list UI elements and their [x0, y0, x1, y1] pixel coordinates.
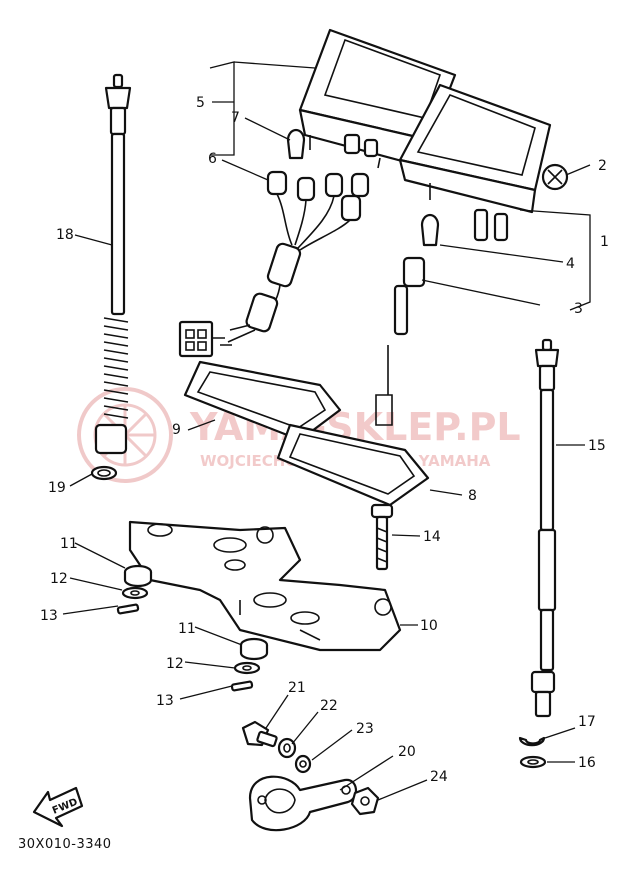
grommet-set-lower	[230, 637, 269, 692]
clamp-spring-washer	[294, 754, 312, 774]
callout-7: 7	[231, 110, 240, 126]
speedometer-cable	[530, 338, 560, 718]
bulb-upper	[286, 128, 306, 160]
callout-10: 10	[420, 618, 438, 634]
callout-1: 1	[600, 234, 609, 250]
callout-24: 24	[430, 769, 448, 785]
callout-numbers: 1 2 3 4 5 6 7 8 9 10 11 12 13 11 12 13 1…	[40, 95, 609, 785]
callout-20: 20	[398, 744, 416, 760]
callout-15: 15	[588, 438, 606, 454]
speedometer-washer	[519, 755, 547, 769]
callout-21: 21	[288, 680, 306, 696]
clamp-nut	[350, 786, 380, 816]
callout-4: 4	[566, 256, 575, 272]
callout-6: 6	[208, 151, 217, 167]
callout-13b: 13	[156, 693, 174, 709]
callout-12b: 12	[166, 656, 184, 672]
wiring-harness	[178, 170, 370, 358]
callout-8: 8	[468, 488, 477, 504]
tachometer-oring	[90, 465, 118, 481]
callout-23: 23	[356, 721, 374, 737]
diagram-code: 30X010-3340	[18, 837, 112, 852]
callout-9: 9	[172, 422, 181, 438]
callout-13a: 13	[40, 608, 58, 624]
meter-cushion-lower	[276, 423, 430, 507]
leader-lines	[62, 61, 591, 801]
callout-3: 3	[574, 301, 583, 317]
callout-12a: 12	[50, 571, 68, 587]
meter-bracket	[128, 520, 402, 652]
tachometer-cable	[94, 73, 132, 455]
mounting-bolt	[370, 503, 394, 571]
clamp-bolt	[241, 720, 278, 748]
callout-11a: 11	[60, 536, 78, 552]
callout-19: 19	[48, 480, 66, 496]
callout-5: 5	[196, 95, 205, 111]
meter-housing-speedometer	[398, 83, 552, 242]
grommet-set-upper	[116, 564, 153, 615]
fwd-arrow-icon: FWD	[32, 786, 84, 828]
cable-clip	[518, 736, 546, 747]
reset-knob	[541, 163, 569, 191]
cable-clamp	[248, 775, 357, 832]
bulb-lower	[420, 213, 440, 247]
callout-14: 14	[423, 529, 441, 545]
callout-2: 2	[598, 158, 607, 174]
meter-cushion-upper	[183, 360, 342, 442]
callout-22: 22	[320, 698, 338, 714]
callout-18: 18	[56, 227, 74, 243]
clamp-washer	[277, 737, 297, 759]
callout-17: 17	[578, 714, 596, 730]
bulb-socket	[375, 256, 426, 426]
callout-16: 16	[578, 755, 596, 771]
callout-11b: 11	[178, 621, 196, 637]
